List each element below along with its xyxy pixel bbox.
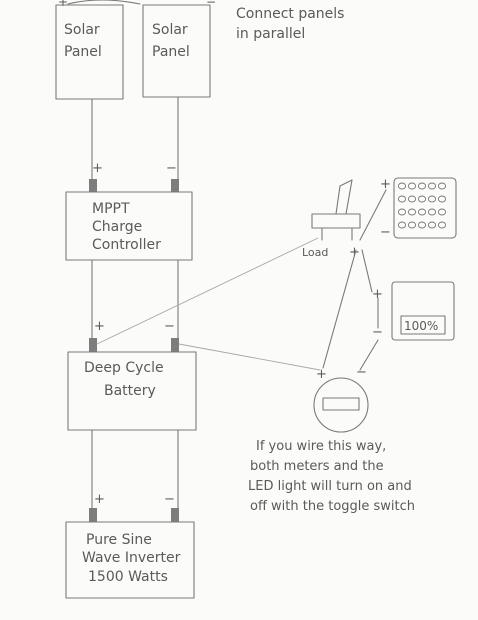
battery-meter-minus-sign: − xyxy=(372,325,383,340)
panel-2-top-sign: − xyxy=(206,0,216,9)
battery-terminal-positive xyxy=(89,338,97,352)
switch-to-load-wire xyxy=(322,249,357,369)
solar-panel-2-label-line-1: Solar xyxy=(152,22,188,38)
battery-positive-to-load-wire xyxy=(96,237,319,345)
led-indicator xyxy=(407,195,417,203)
battery-negative-to-switch-wire xyxy=(178,343,321,371)
led-light-shade xyxy=(335,179,353,215)
inverter-label-line-2: Wave Inverter xyxy=(82,550,181,566)
led-indicator xyxy=(407,221,417,229)
led-indicator xyxy=(407,208,417,216)
led-indicator xyxy=(417,221,427,229)
battery-meter-panel xyxy=(391,281,455,341)
battery-label-line-2: Battery xyxy=(104,383,156,399)
load-plus-sign: + xyxy=(349,245,360,260)
inverter-terminal-positive xyxy=(89,508,97,522)
led-indicator xyxy=(417,208,427,216)
load-label: Load xyxy=(302,246,328,259)
battery-plus-sign: + xyxy=(94,319,105,334)
led-indicator xyxy=(437,221,447,229)
led-indicator-grid xyxy=(397,182,447,229)
led-indicator xyxy=(417,195,427,203)
controller-input-minus-sign: − xyxy=(166,161,177,176)
load-to-led-meter-wire xyxy=(359,189,387,241)
parallel-note-line-2: in parallel xyxy=(236,26,305,42)
solar-panel-2 xyxy=(142,4,211,98)
load-to-battery-meter-wire xyxy=(361,249,373,293)
led-indicator xyxy=(397,208,407,216)
parallel-note-line-1: Connect panels xyxy=(236,6,344,22)
led-indicator xyxy=(407,182,417,190)
controller-label-line-2: Charge xyxy=(92,219,142,235)
switch-plus-sign: + xyxy=(316,367,327,382)
battery-meter-reading: 100% xyxy=(404,319,438,333)
deep-cycle-battery xyxy=(67,351,197,431)
pure-sine-wave-inverter xyxy=(65,521,195,599)
solar-panel-1-label-line-1: Solar xyxy=(64,22,100,38)
led-indicator xyxy=(437,195,447,203)
wiring-note-line-2: both meters and the xyxy=(250,459,384,474)
led-indicator xyxy=(427,221,437,229)
controller-label-line-1: MPPT xyxy=(92,201,130,217)
led-indicator xyxy=(437,208,447,216)
toggle-switch-lever xyxy=(322,397,360,411)
inverter-terminal-negative xyxy=(171,508,179,522)
led-meter-panel xyxy=(393,177,457,239)
led-indicator xyxy=(417,182,427,190)
led-indicator xyxy=(397,195,407,203)
inverter-label-line-3: 1500 Watts xyxy=(88,569,168,585)
led-light-base xyxy=(311,213,361,229)
led-meter-plus-sign: + xyxy=(380,177,391,192)
led-indicator xyxy=(427,182,437,190)
battery-meter-display xyxy=(400,315,446,335)
controller-input-terminal-negative xyxy=(171,179,179,192)
inverter-label-line-1: Pure Sine xyxy=(86,532,152,548)
controller-label-line-3: Controller xyxy=(92,237,161,253)
load-minus-sign: − xyxy=(380,225,391,240)
mppt-charge-controller xyxy=(65,191,193,261)
battery-minus-sign: − xyxy=(164,319,175,334)
inverter-minus-sign: − xyxy=(164,492,175,507)
solar-panel-2-label-line-2: Panel xyxy=(152,44,190,60)
solar-panel-1 xyxy=(55,4,124,100)
battery-meter-to-switch-wire xyxy=(359,339,379,371)
battery-label-line-1: Deep Cycle xyxy=(84,360,164,376)
led-indicator xyxy=(397,221,407,229)
battery-meter-plus-sign: + xyxy=(372,287,383,302)
led-indicator xyxy=(427,208,437,216)
switch-minus-sign: − xyxy=(356,365,367,380)
wiring-note-line-4: off with the toggle switch xyxy=(250,499,415,514)
led-indicator xyxy=(397,182,407,190)
led-indicator xyxy=(427,195,437,203)
wiring-note-line-1: If you wire this way, xyxy=(256,439,386,454)
parallel-jumper-wire xyxy=(67,0,141,5)
battery-terminal-negative xyxy=(171,338,179,352)
led-indicator xyxy=(437,182,447,190)
solar-panel-1-label-line-2: Panel xyxy=(64,44,102,60)
toggle-switch-housing xyxy=(313,377,369,433)
controller-input-terminal-positive xyxy=(89,179,97,192)
controller-input-plus-sign: + xyxy=(92,161,103,176)
inverter-plus-sign: + xyxy=(94,492,105,507)
wiring-note-line-3: LED light will turn on and xyxy=(248,479,412,494)
